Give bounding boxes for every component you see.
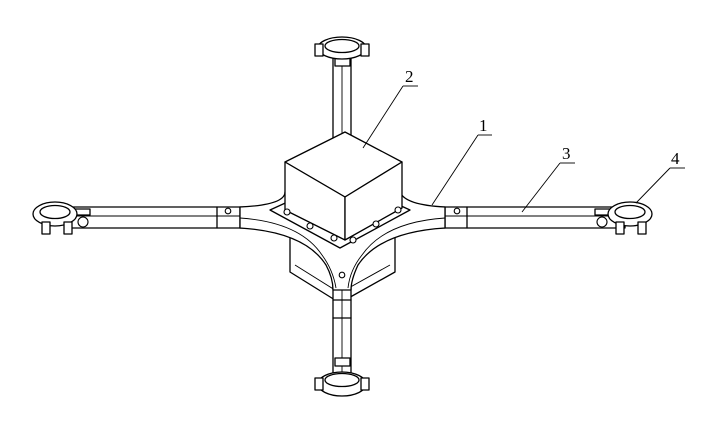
bolt-icon (330, 234, 338, 242)
vertical-arm (332, 57, 352, 379)
rivet-icon (453, 207, 461, 215)
bolt-icon (372, 220, 380, 228)
label-clamp: 4 (671, 149, 680, 168)
clamp-top (314, 36, 370, 67)
clamp-left (32, 201, 91, 235)
rivet-icon (224, 207, 232, 215)
label-box: 2 (405, 67, 414, 86)
bolt-icon (349, 236, 357, 244)
bolt-icon (283, 208, 291, 216)
label-arm: 3 (562, 144, 571, 163)
clamp-bottom (314, 357, 370, 397)
leader-lines (362, 85, 685, 213)
label-frame: 1 (479, 116, 488, 135)
bolt-icon (306, 222, 314, 230)
central-box (283, 131, 403, 244)
clamp-right (594, 201, 653, 235)
rivet-icon (338, 271, 346, 279)
bolt-icon (394, 206, 402, 214)
